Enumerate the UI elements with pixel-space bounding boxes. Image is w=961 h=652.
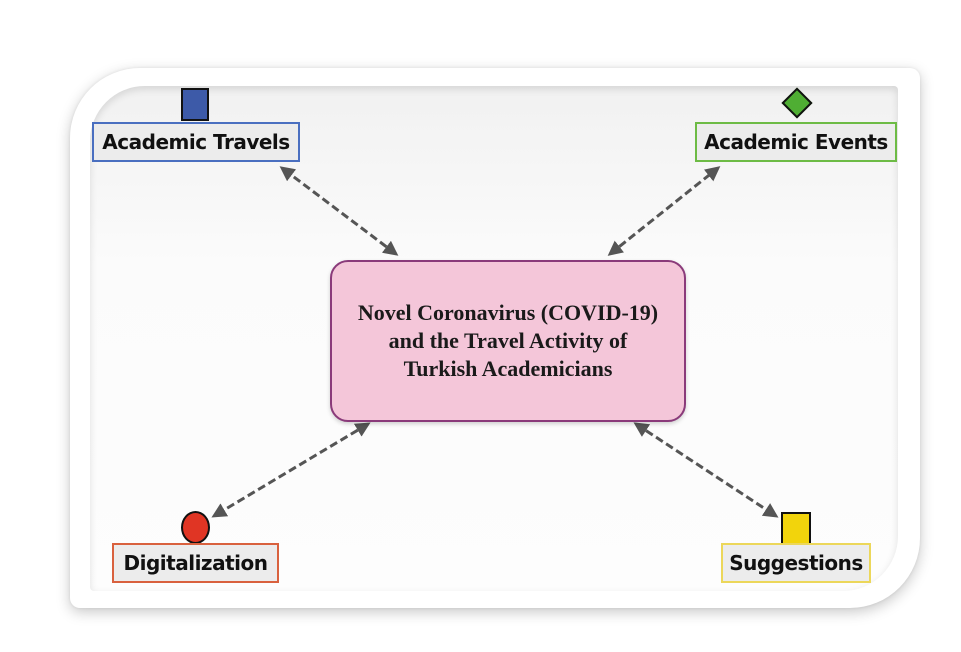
central-topic-line-1: Novel Coronavirus (COVID-19) xyxy=(357,300,659,325)
node-digitalization: Digitalization xyxy=(112,543,279,583)
central-topic-line-2: and the Travel Activity of xyxy=(388,328,628,353)
edge-academic-events xyxy=(607,166,721,256)
edge-academic-travels xyxy=(279,166,399,256)
node-suggestions: Suggestions xyxy=(721,543,871,583)
yellow-square-icon xyxy=(781,512,811,546)
node-academic-travels: Academic Travels xyxy=(92,122,300,162)
edge-suggestions xyxy=(633,422,779,518)
central-topic-line-3: Turkish Academicians xyxy=(403,356,613,381)
edge-digitalization xyxy=(211,422,371,518)
node-academic-events: Academic Events xyxy=(695,122,897,162)
central-topic-box: Novel Coronavirus (COVID-19) and the Tra… xyxy=(330,260,686,422)
red-circle-icon xyxy=(181,511,210,544)
blue-square-icon xyxy=(181,88,209,121)
